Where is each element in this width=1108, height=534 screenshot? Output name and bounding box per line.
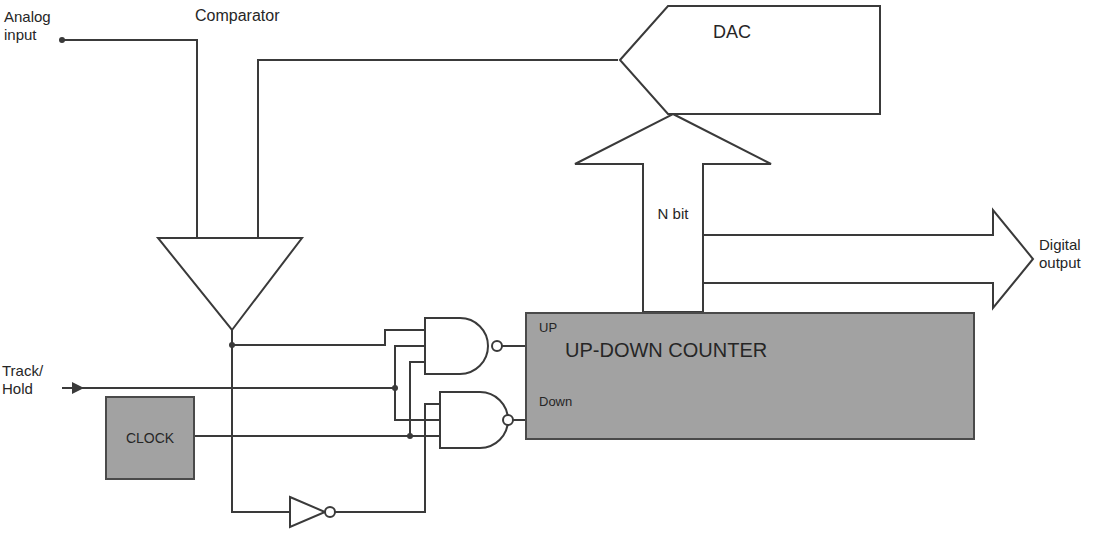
junction-dot (392, 385, 398, 391)
comparator-symbol: Comparator (150, 4, 325, 332)
counter-block-text: UP-DOWN COUNTER (565, 338, 767, 362)
signal-wire (258, 60, 618, 238)
inverter-symbol (290, 497, 325, 527)
comparator-to-gate-wire (232, 330, 425, 345)
comparator-output-wire (232, 330, 290, 512)
terminal-dot (59, 37, 65, 43)
input-wire (62, 40, 197, 238)
counter-block-fill (526, 313, 974, 439)
clock-wire (195, 362, 440, 436)
clock-block-text: CLOCK (126, 430, 174, 447)
output-arrow-text: Digital output (1039, 236, 1097, 272)
clock-block: CLOCK (105, 396, 195, 480)
junction-dot (407, 433, 413, 439)
clock-block-fill (106, 397, 194, 479)
output-arrow-fill (703, 210, 1033, 308)
counter-block: UP UP-DOWN COUNTER Down (525, 312, 975, 440)
dac-block-fill (620, 6, 880, 114)
comparator-symbol-fill (158, 238, 302, 330)
arrow-head (72, 382, 84, 394)
bus-arrow-text: N bit (658, 205, 689, 223)
output-arrow: Digital output (703, 210, 1101, 308)
nand-gate (440, 392, 508, 448)
signal-name: Analog input (4, 8, 64, 44)
inversion-bubble (503, 415, 513, 425)
dac-block: DAC (618, 4, 882, 116)
dac-block-text: DAC (713, 22, 751, 44)
counter-block-text: Down (539, 394, 572, 410)
counter-block-outline (525, 312, 975, 440)
comparator-symbol-text: Comparator (195, 6, 279, 25)
dac-block-outline (618, 4, 882, 116)
inversion-bubble (492, 341, 502, 351)
inverter-output-wire (335, 404, 440, 512)
nand-gate (425, 318, 488, 374)
inversion-bubble (325, 507, 335, 517)
junction-dot (229, 342, 235, 348)
signal-name: Track/ Hold (2, 362, 60, 398)
comparator-symbol-outline (150, 4, 325, 332)
counter-block-text: UP (539, 320, 557, 336)
